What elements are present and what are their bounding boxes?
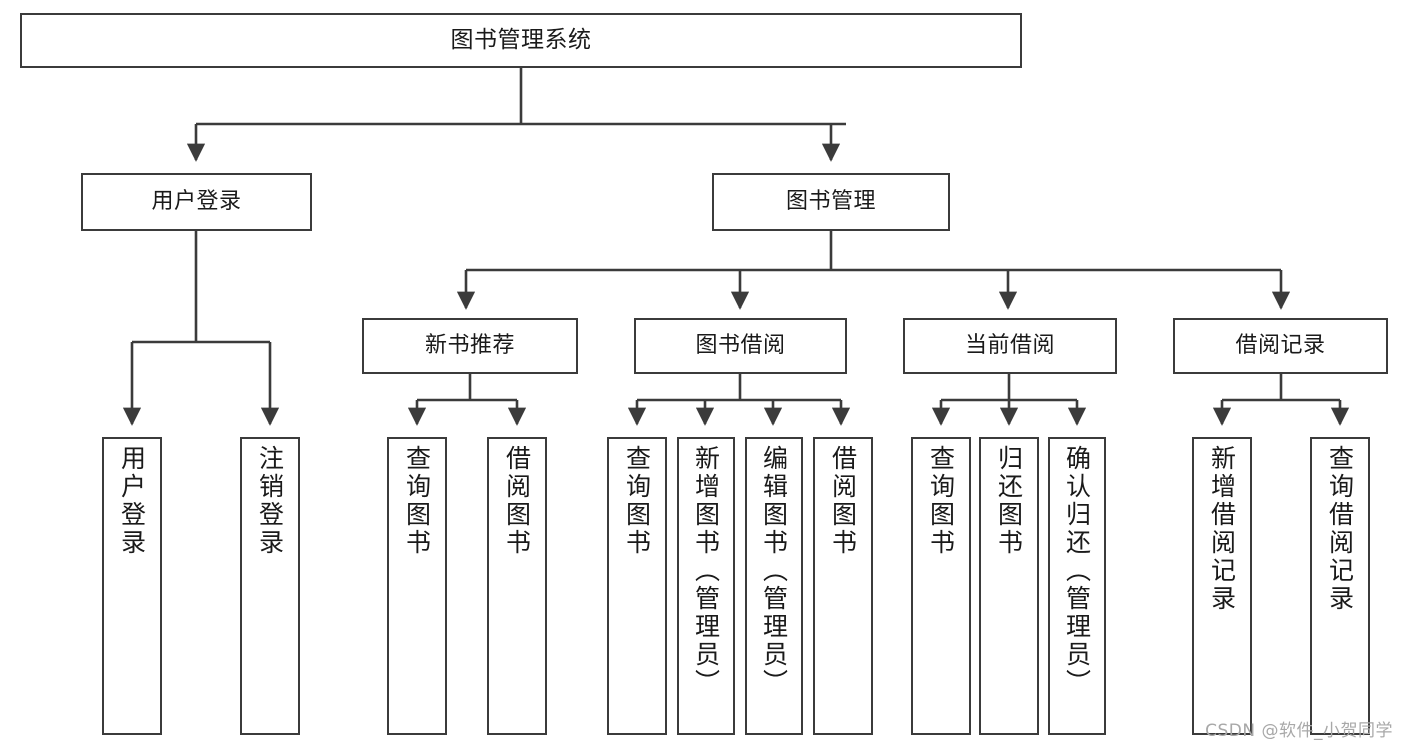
node-leaf-user-login[interactable]: 用户登录 bbox=[102, 437, 162, 735]
node-leaf-borrow-book-2-label: 借阅图书 bbox=[828, 445, 858, 557]
node-book-borrow-label: 图书借阅 bbox=[695, 332, 786, 358]
node-leaf-edit-book-label: 编辑图书（管理员） bbox=[759, 445, 789, 697]
node-leaf-query-book-2-label: 查询图书 bbox=[622, 445, 652, 557]
node-leaf-confirm-return-label: 确认归还（管理员） bbox=[1062, 445, 1092, 697]
node-leaf-query-record[interactable]: 查询借阅记录 bbox=[1310, 437, 1370, 735]
node-root-system[interactable]: 图书管理系统 bbox=[20, 13, 1022, 68]
node-leaf-user-login-label: 用户登录 bbox=[117, 445, 147, 557]
node-leaf-query-record-label: 查询借阅记录 bbox=[1325, 445, 1355, 613]
node-leaf-query-book-3-label: 查询图书 bbox=[926, 445, 956, 557]
node-leaf-borrow-book-1-label: 借阅图书 bbox=[502, 445, 532, 557]
node-borrow-record[interactable]: 借阅记录 bbox=[1173, 318, 1388, 374]
node-current-borrow[interactable]: 当前借阅 bbox=[903, 318, 1117, 374]
node-leaf-query-book-3[interactable]: 查询图书 bbox=[911, 437, 971, 735]
node-new-book-recommend[interactable]: 新书推荐 bbox=[362, 318, 578, 374]
node-leaf-edit-book[interactable]: 编辑图书（管理员） bbox=[745, 437, 803, 735]
node-new-book-recommend-label: 新书推荐 bbox=[424, 332, 515, 358]
csdn-watermark: CSDN @软件_小贺同学 bbox=[1205, 721, 1393, 741]
node-root-system-label: 图书管理系统 bbox=[450, 26, 592, 53]
node-leaf-add-record[interactable]: 新增借阅记录 bbox=[1192, 437, 1252, 735]
node-leaf-borrow-book-1[interactable]: 借阅图书 bbox=[487, 437, 547, 735]
node-leaf-logout-login[interactable]: 注销登录 bbox=[240, 437, 300, 735]
node-borrow-record-label: 借阅记录 bbox=[1235, 332, 1326, 358]
node-leaf-query-book-2[interactable]: 查询图书 bbox=[607, 437, 667, 735]
node-book-borrow[interactable]: 图书借阅 bbox=[634, 318, 847, 374]
node-leaf-query-book-1[interactable]: 查询图书 bbox=[387, 437, 447, 735]
node-leaf-add-book-label: 新增图书（管理员） bbox=[691, 445, 721, 697]
node-leaf-query-book-1-label: 查询图书 bbox=[402, 445, 432, 557]
node-user-login-label: 用户登录 bbox=[151, 188, 242, 214]
node-leaf-confirm-return[interactable]: 确认归还（管理员） bbox=[1048, 437, 1106, 735]
node-book-management[interactable]: 图书管理 bbox=[712, 173, 950, 231]
node-leaf-logout-login-label: 注销登录 bbox=[255, 445, 285, 557]
node-book-management-label: 图书管理 bbox=[785, 188, 876, 214]
node-leaf-return-book[interactable]: 归还图书 bbox=[979, 437, 1039, 735]
node-leaf-add-record-label: 新增借阅记录 bbox=[1207, 445, 1237, 613]
node-leaf-add-book[interactable]: 新增图书（管理员） bbox=[677, 437, 735, 735]
node-leaf-borrow-book-2[interactable]: 借阅图书 bbox=[813, 437, 873, 735]
node-user-login[interactable]: 用户登录 bbox=[81, 173, 312, 231]
node-current-borrow-label: 当前借阅 bbox=[964, 332, 1055, 358]
node-leaf-return-book-label: 归还图书 bbox=[994, 445, 1024, 557]
